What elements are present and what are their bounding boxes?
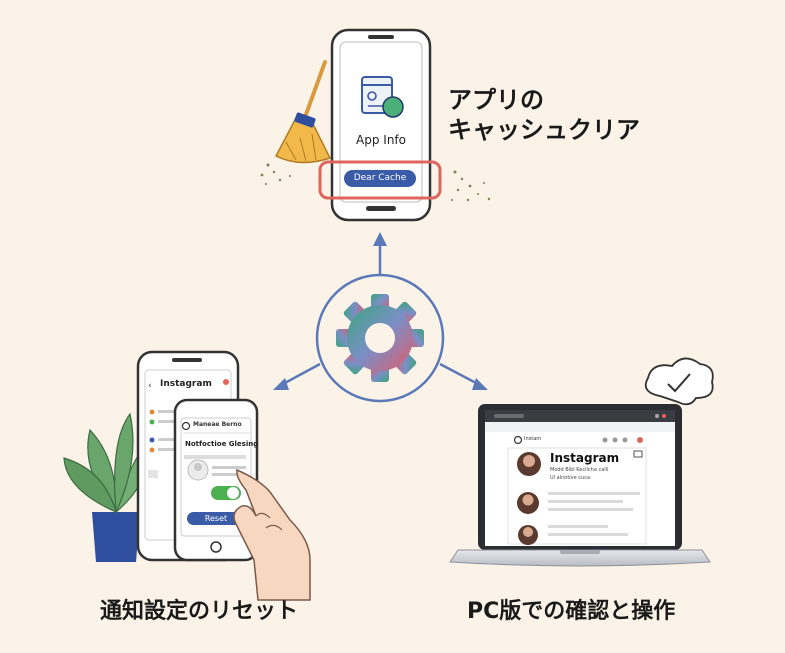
clear-cache-button[interactable]: Dear Cache: [344, 170, 416, 187]
caption-cache-line1: アプリの: [448, 86, 544, 114]
broom-icon: [274, 60, 332, 164]
profile-line2: Ul alnotive cuca: [550, 475, 591, 481]
gear-icon: [336, 294, 424, 382]
caption-pc: PC版での確認と操作: [467, 599, 676, 624]
left-phone-back-title: Instagram: [160, 379, 212, 389]
laptop: [449, 404, 711, 567]
app-info-label: App Info: [356, 133, 406, 147]
browser-logo: Instam: [524, 436, 542, 442]
dust-particles-icon: [260, 163, 491, 202]
profile-title: Instagram: [550, 451, 620, 465]
clear-cache-highlight: [318, 160, 442, 200]
notification-toggle[interactable]: [211, 486, 241, 500]
app-info-icon: [361, 76, 404, 118]
left-phone-front: [173, 398, 259, 562]
profile-line1: Modd Bibl Kecilcha calli: [550, 467, 609, 473]
caption-notification: 通知設定のリセット: [100, 599, 299, 624]
checkmark-bubble-icon: [644, 357, 714, 406]
plant-icon: [63, 412, 151, 562]
left-phone-section-title: Notfoctioe Glesing: [185, 440, 259, 448]
top-phone: [330, 28, 432, 222]
caption-cache-line2: キャッシュクリア: [448, 116, 640, 144]
hand-icon: [233, 468, 311, 601]
left-phone-front-header: Maneae Berno: [193, 421, 242, 428]
svg-text:‹: ‹: [148, 381, 152, 391]
reset-button[interactable]: Reset: [204, 514, 228, 523]
